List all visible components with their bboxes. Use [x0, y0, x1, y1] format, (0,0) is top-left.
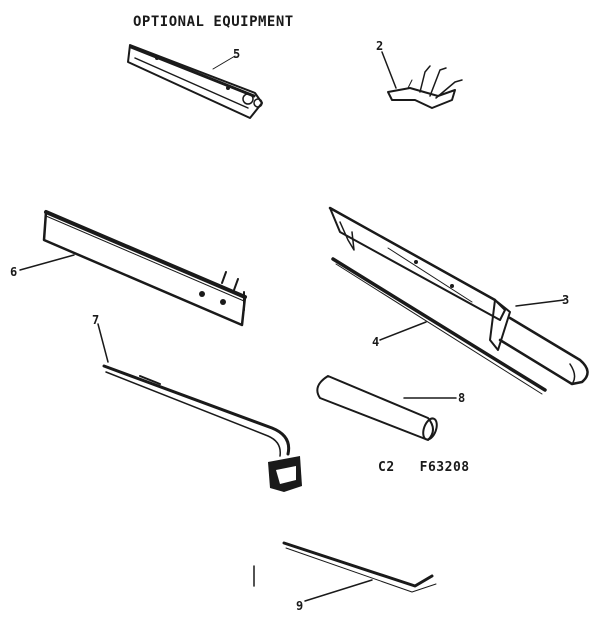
callout-5: 5 — [233, 47, 240, 61]
part-6-bracket — [19, 210, 247, 327]
part-2-clip — [381, 51, 463, 109]
part-7-wrench — [97, 323, 302, 492]
callout-2: 2 — [376, 39, 383, 53]
part-4-rod — [331, 257, 547, 395]
diagram-title: OPTIONAL EQUIPMENT — [133, 14, 294, 30]
callout-7: 7 — [92, 313, 99, 327]
callout-6: 6 — [10, 265, 17, 279]
callout-8: 8 — [458, 391, 465, 405]
part-3-brush — [328, 206, 589, 386]
callout-4: 4 — [372, 335, 379, 349]
callout-3: 3 — [562, 293, 569, 307]
part-5-rail — [127, 44, 263, 119]
figure-code: C2 F63208 — [378, 460, 470, 475]
part-8-cylinder — [316, 375, 457, 441]
part-9-lrod — [253, 541, 437, 602]
callout-9: 9 — [296, 599, 303, 613]
